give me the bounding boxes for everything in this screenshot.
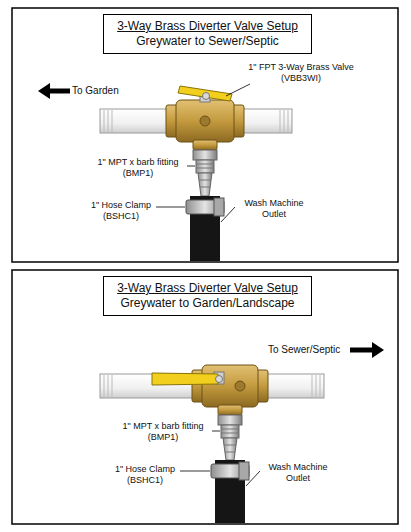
part-label: 1" MPT x barb fitting (BMP1) [115, 421, 211, 443]
title-box: 3-Way Brass Diverter Valve SetupGreywate… [103, 276, 312, 316]
panel-frame [12, 8, 398, 262]
part-label: Wash Machine Outlet [238, 198, 310, 220]
flow-direction-label: To Garden [72, 85, 119, 96]
part-label: Wash Machine Outlet [262, 462, 334, 484]
part-label: 1" Hose Clamp (BSHC1) [112, 464, 178, 486]
title-subheading: Greywater to Garden/Landscape [116, 296, 299, 311]
title-heading: 3-Way Brass Diverter Valve Setup [116, 19, 299, 34]
part-label: 1" FPT 3-Way Brass Valve (VBB3WI) [240, 62, 362, 84]
title-heading: 3-Way Brass Diverter Valve Setup [116, 281, 299, 296]
title-subheading: Greywater to Sewer/Septic [116, 34, 299, 49]
part-label: 1" Hose Clamp (BSHC1) [88, 200, 154, 222]
top-assembly [38, 83, 292, 261]
panel-frame [12, 270, 398, 524]
title-box: 3-Way Brass Diverter Valve SetupGreywate… [103, 14, 312, 54]
bottom-assembly [100, 342, 384, 523]
flow-direction-label: To Sewer/Septic [268, 344, 340, 355]
part-label: 1" MPT x barb fitting (BMP1) [90, 157, 186, 179]
